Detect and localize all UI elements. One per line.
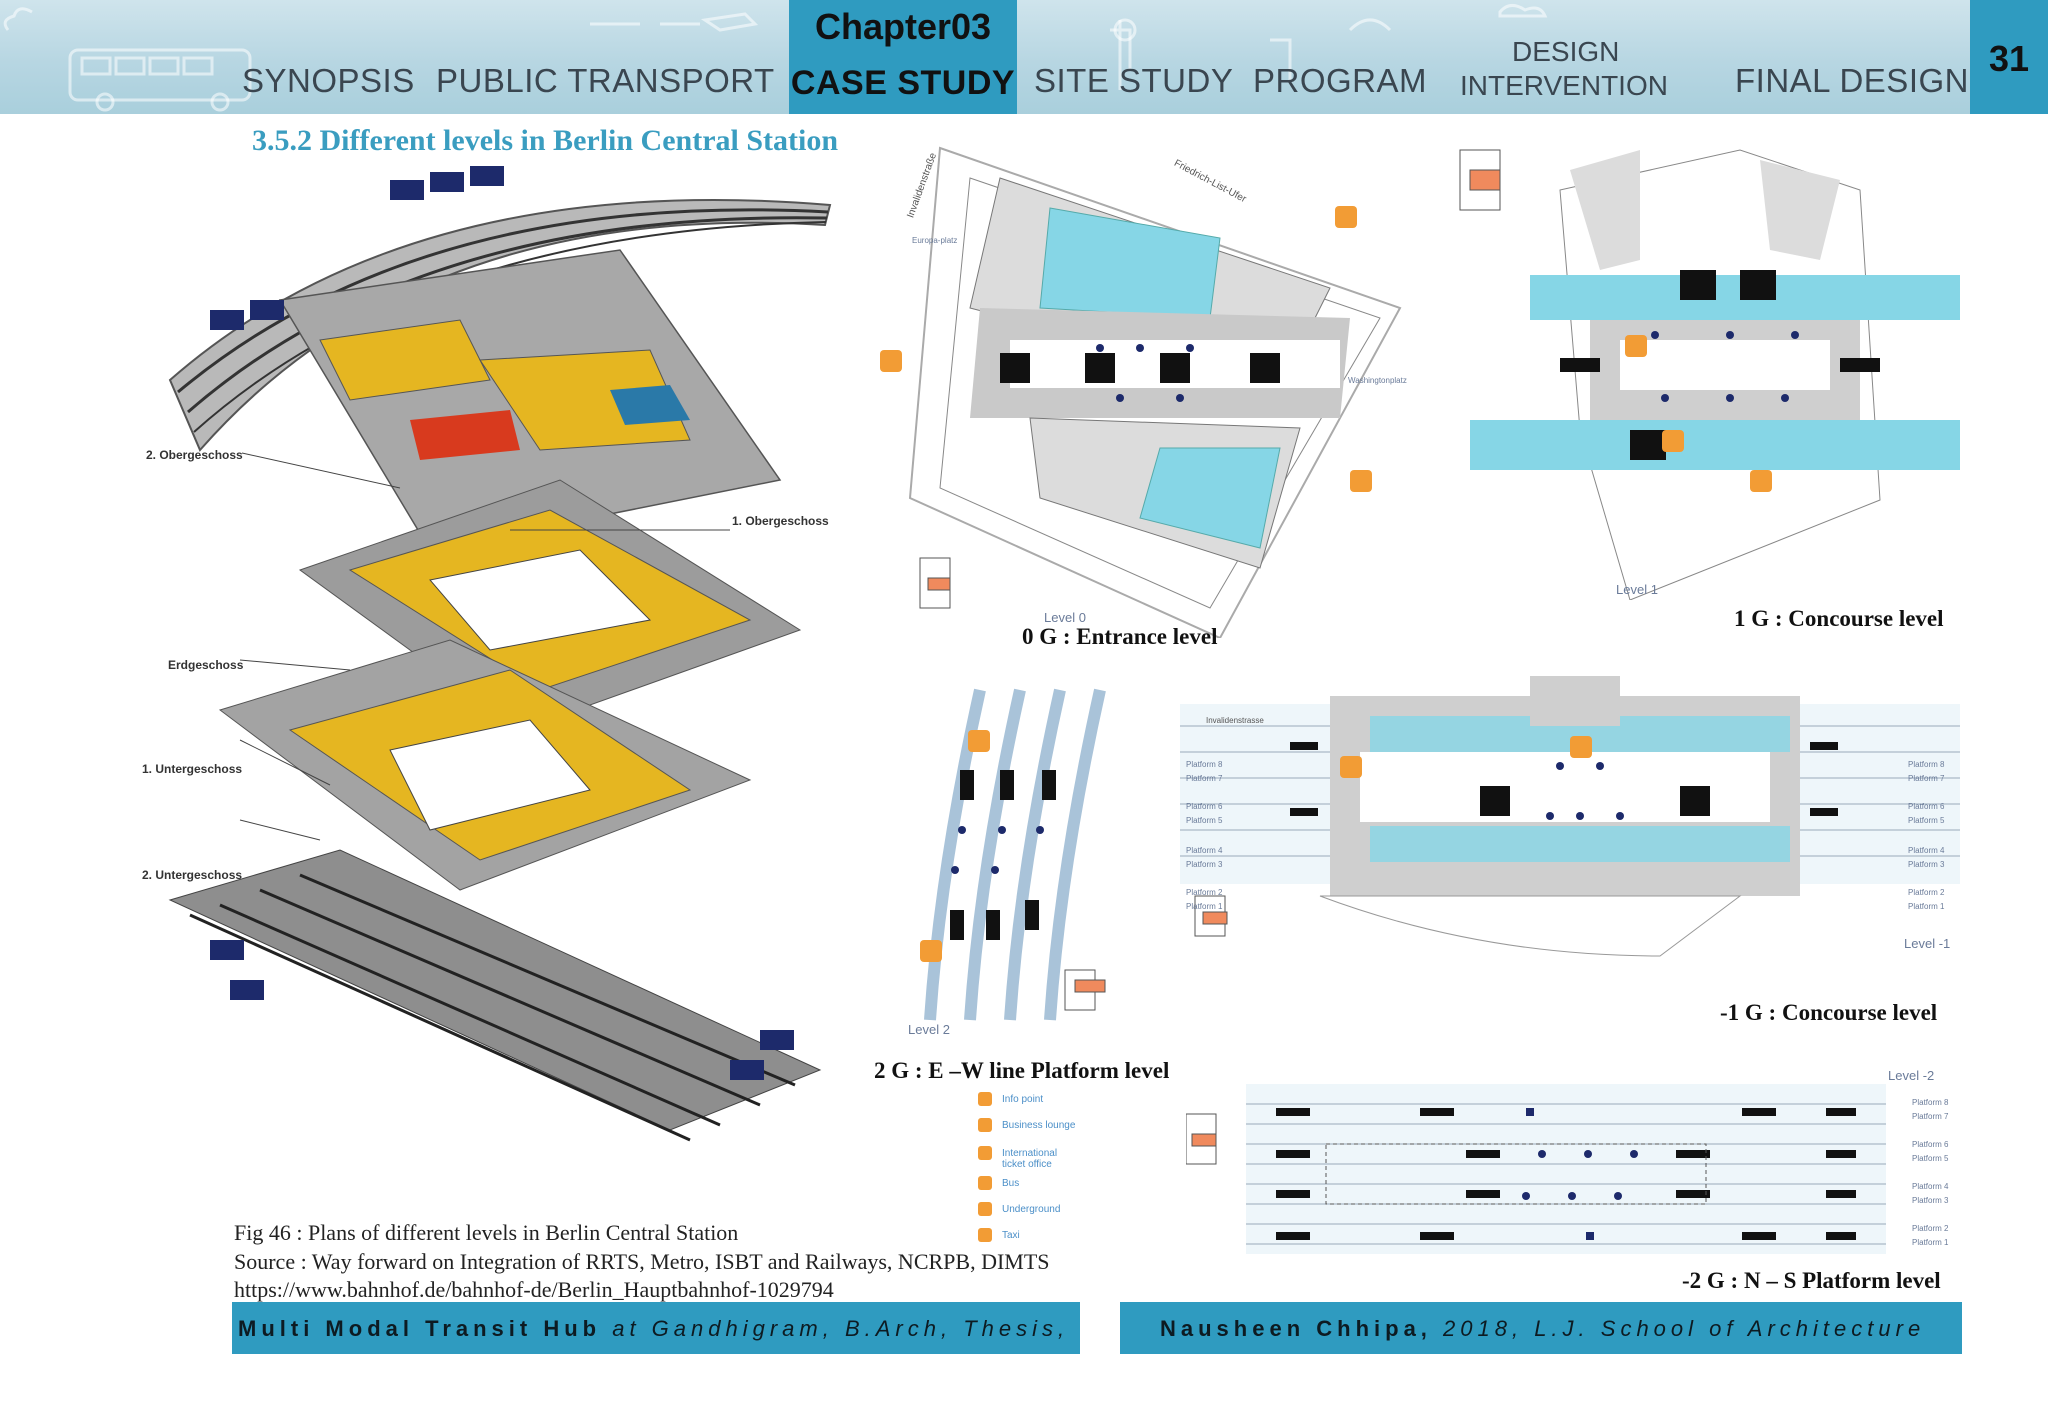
nav-case-study: CASE STUDY bbox=[790, 64, 1016, 102]
platform-label: Platform 1 bbox=[1186, 902, 1223, 911]
page-number-box: 31 bbox=[1970, 0, 2048, 114]
level-minus-2-platform-plan bbox=[1186, 1084, 1886, 1254]
chapter-label: Chapter03 bbox=[814, 6, 992, 47]
platform-label: Platform 5 bbox=[1186, 816, 1223, 825]
nav-design[interactable]: DESIGN bbox=[1512, 36, 1620, 67]
legend-taxi: Taxi bbox=[1002, 1230, 1020, 1241]
figure-url: https://www.bahnhof.de/bahnhof-de/Berlin… bbox=[234, 1277, 834, 1302]
nav-synopsis[interactable]: SYNOPSIS bbox=[242, 62, 415, 99]
level-2-tag: Level 2 bbox=[908, 1022, 950, 1037]
footer-author: Nausheen Chhipa, bbox=[1160, 1316, 1432, 1341]
street-label-invalidenstrasse-minus1: Invalidenstrasse bbox=[1206, 716, 1264, 725]
platform-label: Platform 1 bbox=[1912, 1238, 1949, 1247]
footer-project-title: Multi Modal Transit Hub bbox=[238, 1316, 602, 1341]
level-minus-2-tag: Level -2 bbox=[1888, 1068, 1935, 1083]
platform-label: Platform 6 bbox=[1908, 802, 1945, 811]
footer-left-bar: Multi Modal Transit Hub at Gandhigram, B… bbox=[232, 1302, 1080, 1354]
nav-program[interactable]: PROGRAM bbox=[1253, 62, 1428, 99]
street-label-europaplatz: Europa-platz bbox=[912, 236, 958, 245]
floor-label-og2: 2. Obergeschoss bbox=[146, 448, 243, 462]
level-2-caption: 2 G : E –W line Platform level bbox=[874, 1058, 1170, 1083]
level-minus-1-caption: -1 G : Concourse level bbox=[1720, 1000, 1938, 1025]
platform-label: Platform 7 bbox=[1912, 1112, 1949, 1121]
nav-intervention[interactable]: INTERVENTION bbox=[1460, 70, 1668, 101]
page-number: 31 bbox=[1988, 38, 2030, 79]
footer-right-bar: Nausheen Chhipa, 2018, L.J. School of Ar… bbox=[1120, 1302, 1962, 1354]
platform-label: Platform 4 bbox=[1908, 846, 1945, 855]
footer-school: 2018, L.J. School of Architecture bbox=[1431, 1316, 1926, 1341]
figure-caption: Fig 46 : Plans of different levels in Be… bbox=[234, 1220, 739, 1245]
footer-left-text: Multi Modal Transit Hub at Gandhigram, B… bbox=[238, 1316, 1069, 1342]
platform-label: Platform 2 bbox=[1908, 888, 1945, 897]
platform-label: Platform 7 bbox=[1908, 774, 1945, 783]
platform-label: Platform 3 bbox=[1912, 1196, 1949, 1205]
level-1-concourse-plan bbox=[1459, 149, 1960, 600]
platform-label: Platform 8 bbox=[1186, 760, 1223, 769]
platform-label: Platform 6 bbox=[1912, 1140, 1949, 1149]
legend-business-lounge: Business lounge bbox=[1002, 1120, 1076, 1131]
floor-label-ug2: 2. Untergeschoss bbox=[142, 868, 243, 882]
floor-label-ug1: 1. Untergeschoss bbox=[142, 762, 243, 776]
bus-icon bbox=[978, 1176, 992, 1190]
axonometric-exploded-diagram bbox=[168, 166, 832, 1142]
level-0-tag: Level 0 bbox=[1044, 610, 1086, 625]
platform-label: Platform 5 bbox=[1912, 1154, 1949, 1163]
street-label-washingtonplatz: Washingtonplatz bbox=[1348, 376, 1407, 385]
nav-public-transport[interactable]: PUBLIC TRANSPORT bbox=[436, 62, 775, 99]
level-0-caption: 0 G : Entrance level bbox=[1022, 624, 1218, 649]
section-title: 3.5.2 Different levels in Berlin Central… bbox=[252, 124, 839, 157]
level-2-platform-plan bbox=[920, 688, 1106, 1021]
platform-label: Platform 2 bbox=[1186, 888, 1223, 897]
floor-label-eg: Erdgeschoss bbox=[168, 658, 244, 672]
legend-international-ticket-office: International ticket office bbox=[1002, 1148, 1058, 1170]
platform-label: Platform 7 bbox=[1186, 774, 1223, 783]
figure-source: Source : Way forward on Integration of R… bbox=[234, 1249, 1050, 1274]
level-1-tag: Level 1 bbox=[1616, 582, 1658, 597]
platform-label: Platform 8 bbox=[1908, 760, 1945, 769]
level-minus-1-concourse-plan bbox=[1180, 676, 1960, 957]
level-0-entrance-plan bbox=[880, 146, 1402, 638]
nav-site-study[interactable]: SITE STUDY bbox=[1034, 62, 1234, 99]
platform-label: Platform 6 bbox=[1186, 802, 1223, 811]
underground-icon bbox=[978, 1202, 992, 1216]
legend-bus: Bus bbox=[1002, 1178, 1020, 1189]
nav-final-design[interactable]: FINAL DESIGN bbox=[1735, 62, 1969, 99]
business-lounge-icon bbox=[978, 1118, 992, 1132]
legend-info-point: Info point bbox=[1002, 1094, 1044, 1105]
header-background-illustration bbox=[3, 4, 1548, 112]
info-point-icon bbox=[978, 1092, 992, 1106]
footer-project-detail: at Gandhigram, B.Arch, Thesis, bbox=[601, 1316, 1070, 1341]
level-minus-1-tag: Level -1 bbox=[1904, 936, 1951, 951]
nav-case-study-active-tab[interactable]: Chapter03 CASE STUDY bbox=[789, 0, 1017, 114]
platform-label: Platform 1 bbox=[1908, 902, 1945, 911]
legend-underground: Underground bbox=[1002, 1204, 1061, 1215]
taxi-icon bbox=[978, 1228, 992, 1242]
platform-label: Platform 4 bbox=[1186, 846, 1223, 855]
header-banner: SYNOPSIS PUBLIC TRANSPORT Chapter03 CASE… bbox=[0, 0, 2048, 114]
ticket-office-icon bbox=[978, 1146, 992, 1160]
platform-label: Platform 5 bbox=[1908, 816, 1945, 825]
platform-label: Platform 2 bbox=[1912, 1224, 1949, 1233]
footer-right-text: Nausheen Chhipa, 2018, L.J. School of Ar… bbox=[1160, 1316, 1925, 1342]
floor-label-og1: 1. Obergeschoss bbox=[732, 514, 829, 528]
platform-label: Platform 8 bbox=[1912, 1098, 1949, 1107]
platform-label: Platform 3 bbox=[1908, 860, 1945, 869]
level-minus-2-caption: -2 G : N – S Platform level bbox=[1682, 1268, 1941, 1293]
platform-label: Platform 4 bbox=[1912, 1182, 1949, 1191]
platform-label: Platform 3 bbox=[1186, 860, 1223, 869]
level-1-caption: 1 G : Concourse level bbox=[1734, 606, 1944, 631]
